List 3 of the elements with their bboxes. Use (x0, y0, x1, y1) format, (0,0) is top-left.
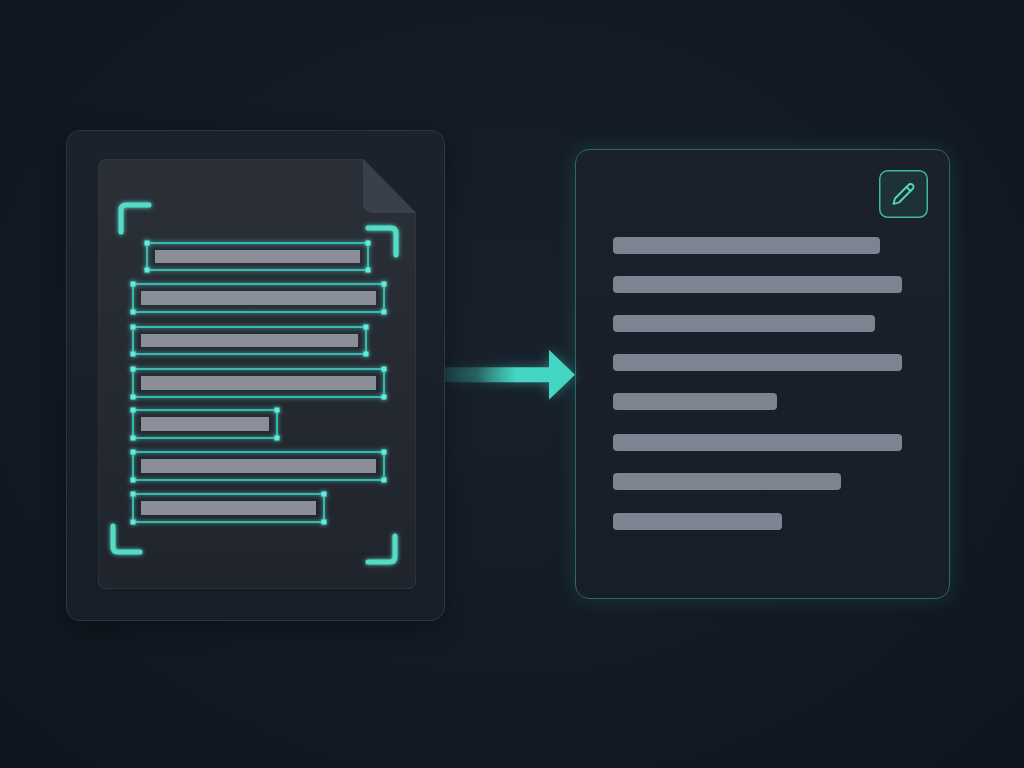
arrow (445, 349, 575, 400)
text-panel (575, 149, 950, 599)
document-panel (66, 130, 445, 621)
